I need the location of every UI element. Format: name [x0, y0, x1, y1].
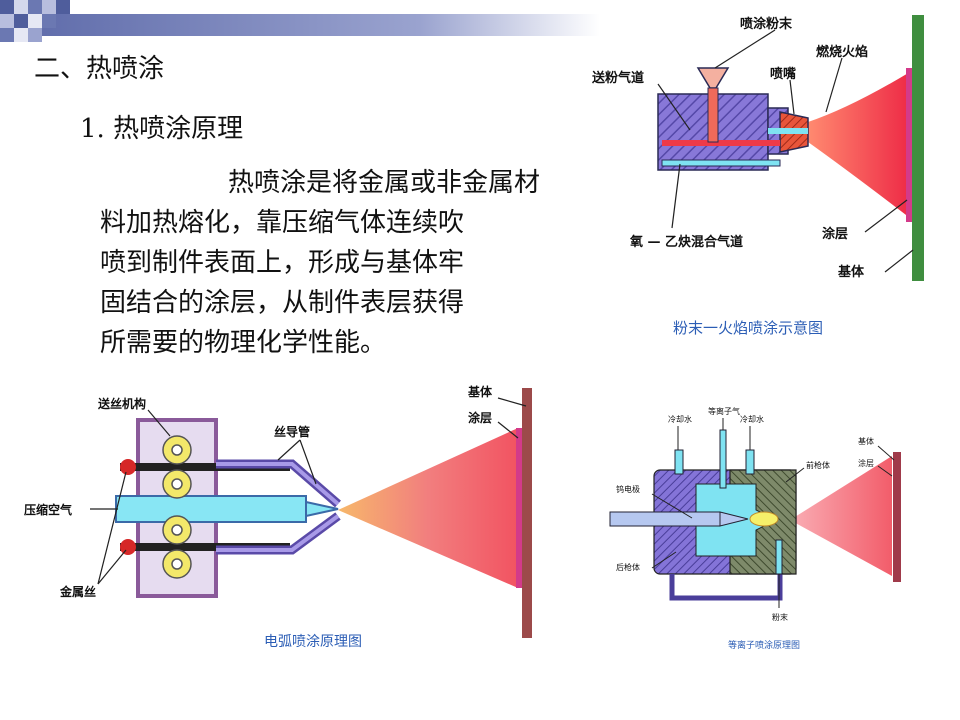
paragraph-line-4: 固结合的涂层，从制件表层获得 — [100, 288, 465, 318]
powder-hopper — [696, 67, 730, 89]
label-electrode: 钨电极 — [616, 484, 640, 494]
checker-squares — [0, 0, 70, 42]
flame-spray-diagram: 喷涂粉末 送粉气道 喷嘴 燃烧火焰 氧 — 乙炔混合气道 涂层 基体 粉末一火焰… — [591, 15, 924, 337]
label-nozzle: 喷嘴 — [770, 66, 796, 82]
feed-rollers — [162, 435, 192, 579]
substrate-bar — [912, 15, 924, 281]
air-tube — [115, 495, 307, 523]
arc-coating — [516, 428, 522, 588]
label-gas-channel: 氧 — 乙炔混合气道 — [629, 234, 743, 250]
arc-spray-diagram: 送丝机构 丝导管 压缩空气 金属丝 基体 涂层 电弧喷涂原理图 — [24, 384, 532, 650]
arc-diagram-caption: 电弧喷涂原理图 — [264, 634, 362, 650]
label-plasma-powder: 粉末 — [772, 612, 788, 622]
label-plasma-substrate: 基体 — [858, 436, 874, 446]
subsection-title: 1. 热喷涂原理 — [80, 114, 244, 144]
flame-diagram-caption: 粉末一火焰喷涂示意图 — [673, 319, 823, 337]
flame-cone — [808, 72, 910, 218]
plasma-arc — [749, 511, 779, 527]
paragraph-line-3: 喷到制件表面上，形成与基体牢 — [100, 248, 465, 278]
label-air: 压缩空气 — [24, 502, 72, 517]
label-arc-substrate: 基体 — [467, 384, 493, 399]
label-coating: 涂层 — [822, 226, 848, 242]
header-band — [0, 0, 600, 42]
arc-substrate — [522, 388, 532, 638]
label-powder: 喷涂粉末 — [740, 16, 793, 32]
arc-spray-cone — [338, 428, 518, 588]
label-water-left: 冷却水 — [668, 414, 692, 424]
label-substrate: 基体 — [837, 264, 865, 280]
label-feeder: 送丝机构 — [97, 396, 146, 411]
paragraph-line-5: 所需要的物理化学性能。 — [100, 328, 387, 358]
section-title: 二、热喷涂 — [34, 54, 165, 84]
label-wire-guide: 丝导管 — [274, 424, 310, 439]
plasma-spray-diagram: 冷却水 等离子气 冷却水 前枪体 钨电极 后枪体 粉末 基体 涂层 等离子喷涂原… — [609, 406, 901, 651]
label-gas: 等离子气 — [708, 406, 740, 416]
plasma-spray-cone — [790, 456, 892, 576]
plasma-substrate — [893, 452, 901, 582]
label-plasma-coating: 涂层 — [858, 458, 874, 468]
paragraph-line-2: 料加热熔化，靠压缩气体连续吹 — [100, 208, 465, 238]
label-flame: 燃烧火焰 — [816, 44, 868, 60]
label-arc-coating: 涂层 — [468, 410, 492, 425]
label-front-body: 前枪体 — [806, 460, 830, 470]
label-wire: 金属丝 — [59, 584, 96, 599]
label-water-right: 冷却水 — [740, 414, 764, 424]
coating-layer — [906, 68, 912, 222]
label-feed-channel: 送粉气道 — [591, 70, 644, 86]
paragraph-line-1: 热喷涂是将金属或非金属材 — [228, 168, 541, 198]
plasma-diagram-caption: 等离子喷涂原理图 — [728, 639, 800, 651]
label-rear-body: 后枪体 — [616, 562, 640, 572]
